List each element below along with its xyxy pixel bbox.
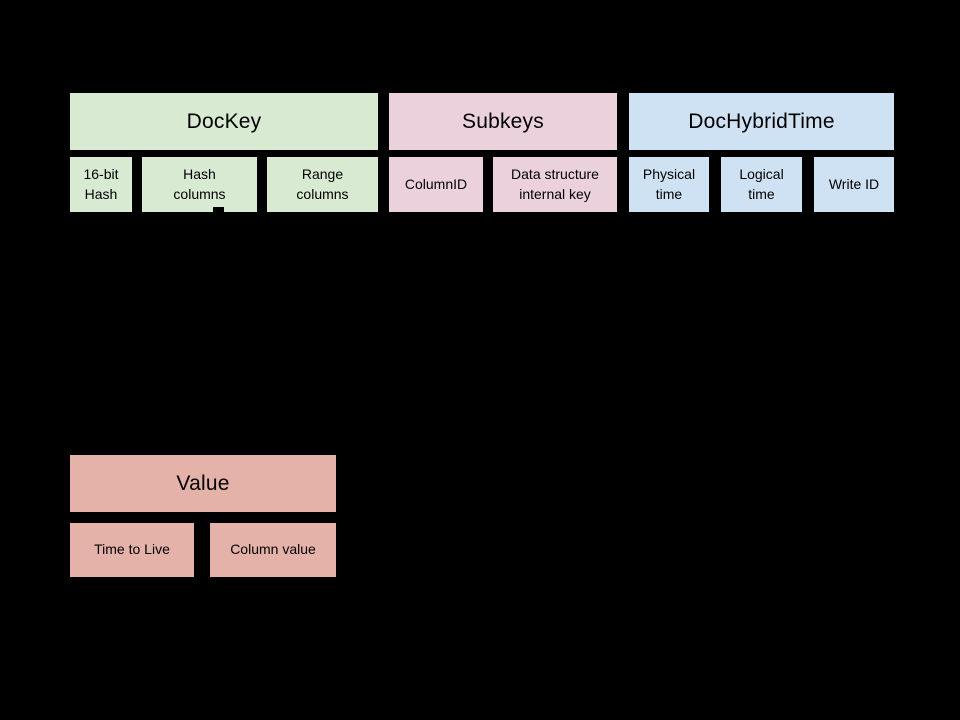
- dochybridtime-cell-physical-time: Physical time: [629, 157, 709, 212]
- value-cell-time-to-live: Time to Live: [70, 523, 194, 577]
- subkeys-cell-data-structure-internal-key: Data structure internal key: [493, 157, 617, 212]
- clipped-text-fragment: [213, 207, 224, 214]
- value-header: Value: [70, 455, 336, 512]
- dockey-cell-16bit-hash: 16-bit Hash: [70, 157, 132, 212]
- dockey-cell-range-columns: Range columns: [267, 157, 378, 212]
- dochybridtime-header: DocHybridTime: [629, 93, 894, 150]
- subkeys-cell-columnid: ColumnID: [389, 157, 483, 212]
- dockey-cell-hash-columns: Hash columns: [142, 157, 257, 212]
- value-cell-column-value: Column value: [210, 523, 336, 577]
- dockey-header: DocKey: [70, 93, 378, 150]
- subkeys-header: Subkeys: [389, 93, 617, 150]
- dochybridtime-cell-write-id: Write ID: [814, 157, 894, 212]
- dochybridtime-cell-logical-time: Logical time: [721, 157, 802, 212]
